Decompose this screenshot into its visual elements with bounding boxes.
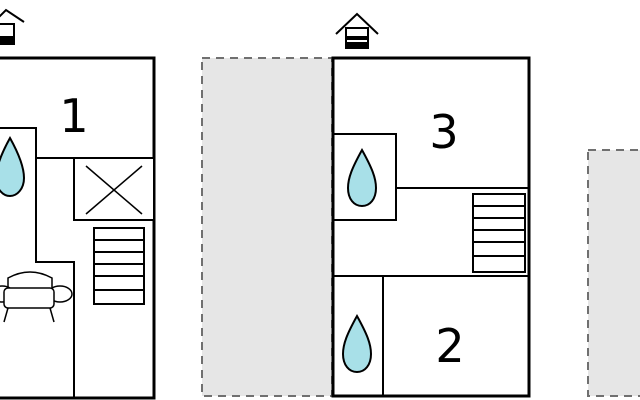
room-number-2: 2	[435, 319, 464, 373]
external-area-middle	[201, 57, 333, 397]
wall-bathroom-left	[0, 127, 75, 398]
water-drop-icon	[341, 313, 373, 374]
water-drop-icon	[346, 147, 378, 208]
wall-bathroom-upper	[333, 133, 397, 221]
floor-left: 1	[0, 8, 156, 400]
room-number-1: 1	[59, 89, 88, 143]
room-number-3: 3	[429, 105, 458, 159]
stairs-icon	[93, 227, 145, 305]
external-area-right	[587, 149, 640, 397]
water-drop-icon	[0, 135, 26, 198]
open-void-icon	[73, 157, 155, 221]
wall-outline-middle	[331, 56, 531, 398]
sofa-icon	[0, 271, 73, 323]
wall-outline-left	[0, 56, 156, 400]
floor-middle: 3 2	[331, 12, 531, 398]
stairs-icon	[472, 193, 526, 273]
house-entrance-icon	[335, 12, 379, 49]
house-entrance-icon	[0, 8, 25, 45]
